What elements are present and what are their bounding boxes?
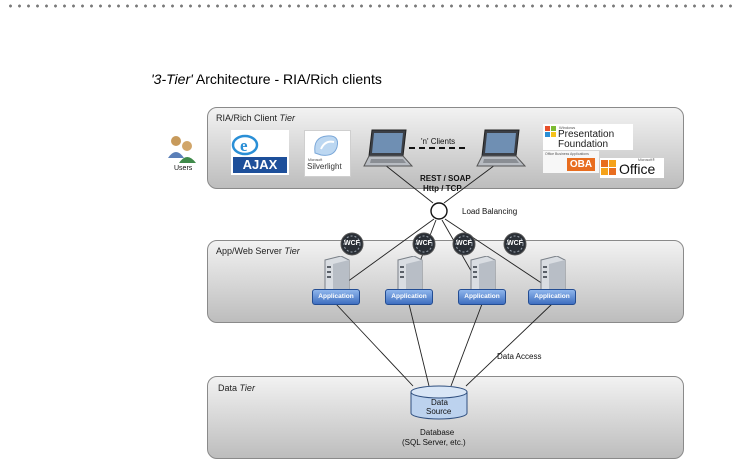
application-node-4: Application xyxy=(528,289,576,305)
silverlight-logo: Microsoft Silverlight xyxy=(304,130,351,177)
app-tier-label: App/Web Server Tier xyxy=(216,246,300,256)
client-tier-label: RIA/Rich Client Tier xyxy=(216,113,295,123)
laptop-icon-right xyxy=(476,129,527,167)
oba-logo: Office Business Applications OBA xyxy=(543,151,599,173)
wcf-label-2: WCF xyxy=(416,240,432,247)
protocol-line2: Http / TCP xyxy=(423,184,462,193)
wpf-windows-text: Windows xyxy=(559,125,576,130)
silverlight-microsoft-text: Microsoft xyxy=(308,158,323,162)
oba-text: OBA xyxy=(567,158,595,171)
wpf-line2: Foundation xyxy=(558,139,609,150)
data-tier-label: Data Tier xyxy=(218,383,255,393)
wpf-line1: Presentation xyxy=(558,129,615,140)
windows-flag-icon xyxy=(545,126,556,137)
laptop-icon-left xyxy=(363,129,414,167)
dotted-separator xyxy=(6,4,738,8)
application-node-2: Application xyxy=(385,289,433,305)
svg-text:e: e xyxy=(240,136,248,155)
office-microsoft-text: Microsoft® xyxy=(638,158,655,162)
wpf-logo: Windows Presentation Foundation xyxy=(543,124,633,150)
database-line2: (SQL Server, etc.) xyxy=(402,438,466,447)
ajax-text: AJAX xyxy=(242,157,278,172)
server-icon-4 xyxy=(540,256,566,296)
wcf-label-1: WCF xyxy=(344,240,360,247)
data-source-line1: Data xyxy=(431,398,448,407)
ajax-logo: e AJAX xyxy=(231,130,289,175)
data-source-line2: Source xyxy=(426,407,452,416)
wcf-endpoint-icon-4 xyxy=(503,232,527,256)
protocol-line1: REST / SOAP xyxy=(420,174,471,183)
load-balancing-label: Load Balancing xyxy=(462,207,518,216)
database-line1: Database xyxy=(420,428,455,437)
app-server-tier xyxy=(207,240,684,323)
title-rest: Architecture - RIA/Rich clients xyxy=(192,71,382,87)
wcf-endpoint-icon-2 xyxy=(412,232,436,256)
wcf-label-4: WCF xyxy=(507,240,523,247)
wcf-label-3: WCF xyxy=(456,240,472,247)
n-clients-label: 'n' Clients xyxy=(421,137,456,146)
diagram-title: '3-Tier' Architecture - RIA/Rich clients xyxy=(151,71,382,87)
application-node-3: Application xyxy=(458,289,506,305)
application-node-1: Application xyxy=(312,289,360,305)
office-logo: Microsoft® Office xyxy=(600,158,664,178)
silverlight-text: Silverlight xyxy=(307,162,342,171)
users-label: Users xyxy=(174,165,193,172)
wcf-endpoint-icon-1 xyxy=(340,232,364,256)
office-text: Office xyxy=(619,161,656,177)
load-balancer-node xyxy=(430,202,448,220)
title-quoted: '3-Tier' xyxy=(151,71,193,87)
data-access-label: Data Access xyxy=(497,352,542,361)
oba-small-text: Office Business Applications xyxy=(545,152,589,156)
wcf-endpoint-icon-3 xyxy=(452,232,476,256)
office-icon xyxy=(601,160,616,175)
